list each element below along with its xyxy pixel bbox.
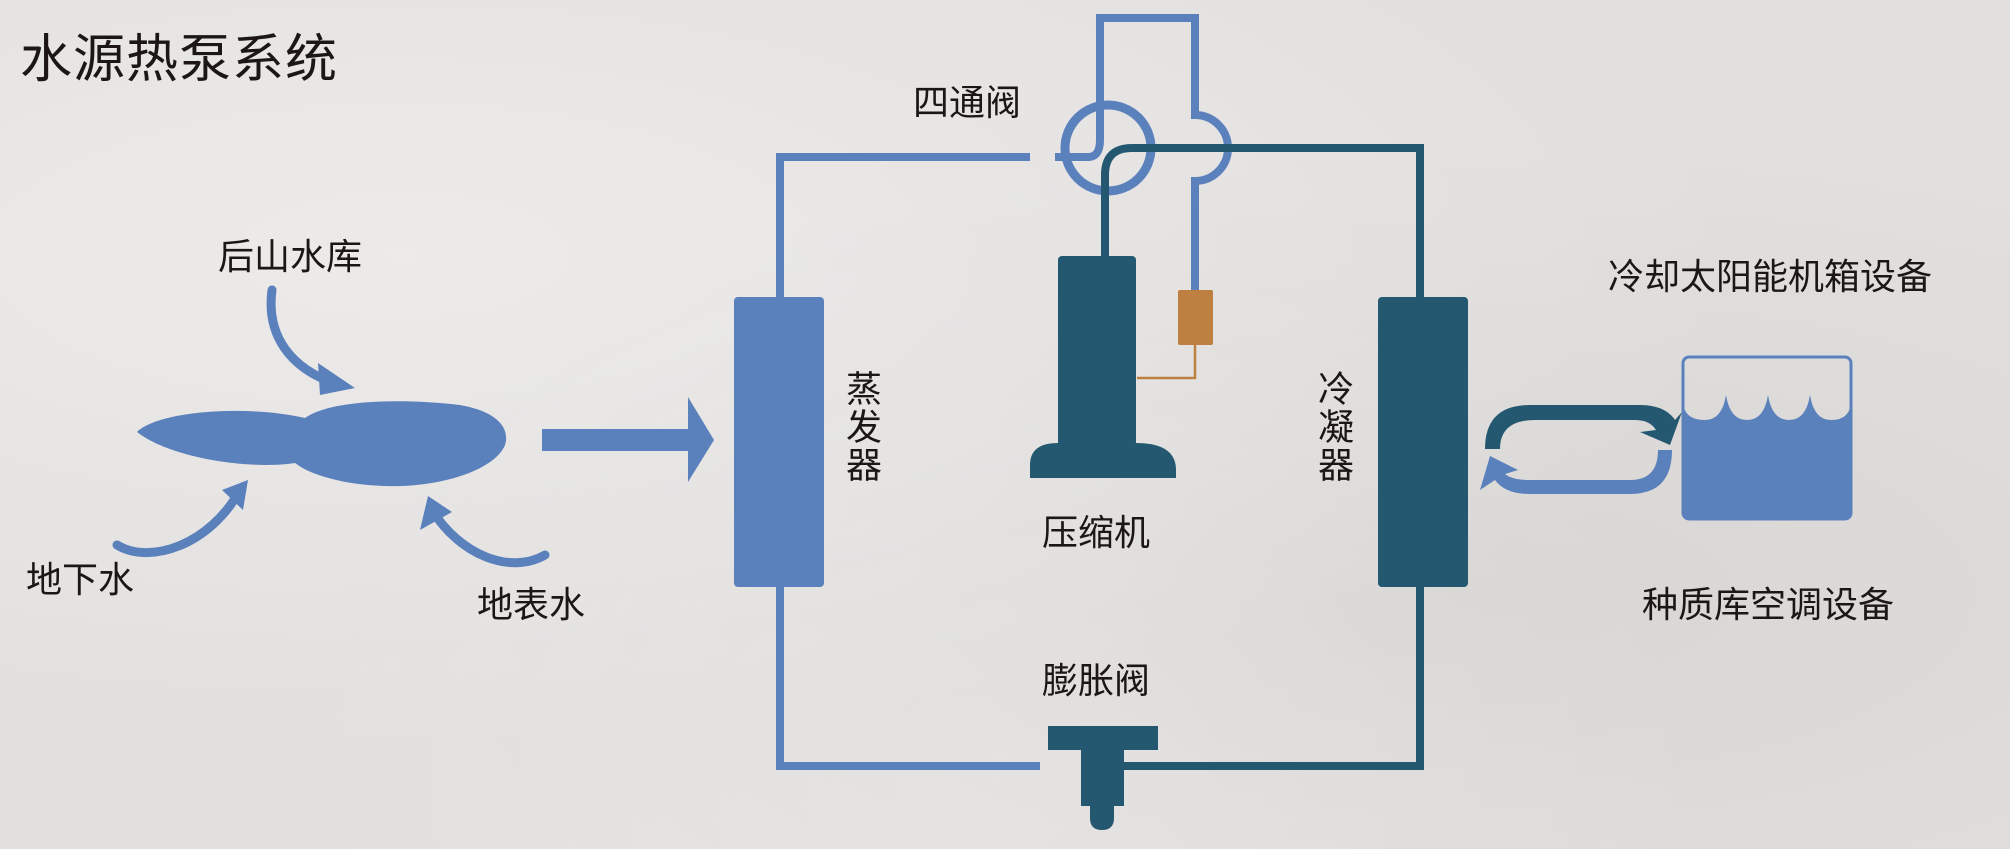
label-evaporator: 蒸发器 — [840, 370, 881, 484]
label-solar-cabinet-cooling: 冷却太阳能机箱设备 — [1608, 257, 1933, 298]
expansion-valve-top — [1048, 726, 1158, 750]
expansion-valve-stem — [1081, 748, 1124, 830]
four-way-valve-bypass — [1055, 14, 1232, 295]
page-title: 水源热泵系统 — [20, 30, 339, 90]
compressor-discharge-pipe — [1101, 144, 1424, 300]
reservoir-arrowhead — [318, 363, 355, 395]
flow-arrow-head — [688, 397, 714, 482]
water-tank-water — [1683, 395, 1851, 519]
label-germplasm-ac: 种质库空调设备 — [1642, 585, 1895, 626]
surface-water-arrow-icon — [427, 505, 550, 568]
condenser — [1378, 297, 1468, 587]
flow-arrow-shaft — [542, 429, 692, 451]
label-expansion-valve: 膨胀阀 — [1042, 661, 1151, 702]
evaporator-pipe — [776, 153, 1030, 300]
reservoir-arrow-icon — [266, 285, 345, 390]
surface-water-arrowhead — [420, 496, 452, 530]
circulation-arrow-top — [1485, 405, 1682, 449]
accumulator — [1178, 290, 1213, 345]
label-groundwater: 地下水 — [26, 560, 135, 601]
water-body-shape — [137, 401, 507, 487]
compressor-body — [1058, 256, 1136, 446]
label-compressor: 压缩机 — [1042, 513, 1151, 554]
evaporator — [734, 297, 824, 587]
compressor-base — [1030, 443, 1176, 478]
label-four-way-valve: 四通阀 — [913, 83, 1022, 124]
groundwater-arrow-icon — [112, 485, 245, 558]
label-reservoir: 后山水库 — [218, 237, 363, 278]
condenser-return-pipe — [1100, 580, 1424, 770]
accumulator-line — [1137, 345, 1197, 380]
circulation-arrow-bottom — [1480, 450, 1672, 494]
evaporator-return-pipe — [776, 580, 1040, 770]
label-condenser: 冷凝器 — [1312, 370, 1353, 484]
groundwater-arrowhead — [222, 480, 248, 510]
label-surface-water: 地表水 — [477, 585, 586, 626]
